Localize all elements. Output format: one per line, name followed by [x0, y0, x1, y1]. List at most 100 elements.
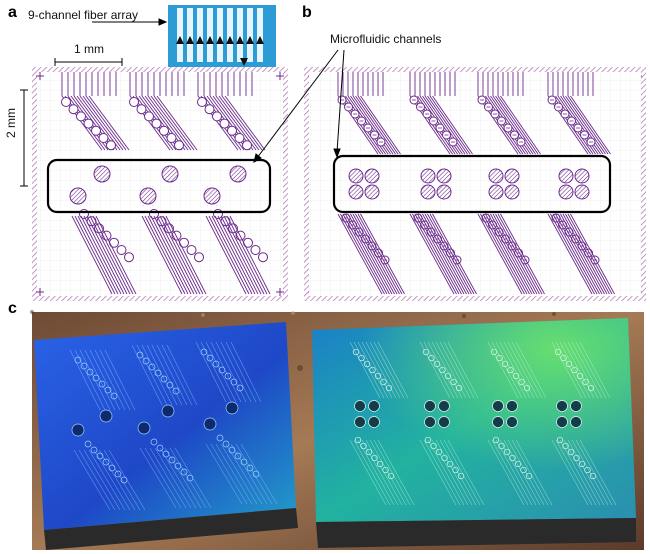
- photo-pad: [137, 421, 151, 435]
- photo-ring: [450, 378, 457, 386]
- photo-waveguide: [89, 349, 121, 411]
- waveguide: [156, 215, 198, 295]
- photo-pad: [368, 400, 380, 412]
- panel-label-a: a: [8, 4, 17, 21]
- fiber-channel: [227, 8, 233, 62]
- photo-waveguide: [240, 443, 278, 505]
- photo-pad: [99, 409, 113, 423]
- ring-resonator: [227, 125, 237, 136]
- photo-waveguide: [104, 349, 136, 411]
- photo-waveguide: [571, 341, 603, 399]
- sensor-pad: [504, 168, 520, 184]
- photo-ring: [168, 456, 176, 464]
- waveguide: [429, 213, 475, 295]
- ring-resonator: [91, 125, 101, 136]
- waveguide: [565, 213, 610, 295]
- photo-waveguide: [79, 349, 111, 411]
- waveguide: [360, 95, 401, 155]
- ring-resonator: [116, 245, 127, 255]
- waveguide: [95, 215, 137, 295]
- photo-waveguide: [511, 341, 543, 399]
- photo-ring: [212, 360, 220, 368]
- photo-ring: [172, 387, 180, 395]
- photo-waveguide: [161, 344, 193, 406]
- photo-waveguide: [151, 344, 183, 406]
- photo-ring: [490, 348, 498, 356]
- photo-waveguide: [205, 443, 243, 505]
- waveguide: [89, 215, 131, 295]
- photo-pad: [570, 400, 582, 412]
- waveguide: [340, 213, 385, 295]
- photo-waveguide: [169, 447, 207, 509]
- waveguide: [567, 213, 613, 295]
- ring-resonator: [159, 125, 169, 136]
- photo-waveguide: [361, 439, 399, 506]
- ring-resonator: [106, 140, 116, 151]
- photo-ring: [206, 354, 214, 362]
- photo-ring: [160, 375, 168, 383]
- photo-waveguide: [491, 439, 529, 506]
- photo-ring: [422, 348, 430, 356]
- photo-waveguide: [149, 447, 187, 509]
- waveguide: [555, 213, 600, 295]
- sensor-pad: [203, 187, 221, 205]
- waveguide: [562, 95, 604, 155]
- photo-ring: [578, 460, 586, 468]
- photo-chip-right: [312, 318, 636, 548]
- photo-waveguide: [559, 439, 597, 506]
- waveguide: [220, 215, 262, 295]
- photo-waveguide: [357, 439, 395, 506]
- photo-ring: [444, 372, 452, 380]
- ring-resonator: [243, 237, 253, 248]
- photo-waveguide: [503, 439, 541, 506]
- photo-ring: [496, 354, 503, 362]
- photo-ring: [102, 458, 110, 466]
- photo-ring: [439, 366, 446, 374]
- table-speckle: [552, 312, 556, 316]
- waveguide: [82, 95, 124, 151]
- photo-ring: [216, 434, 224, 442]
- photo-pad: [438, 400, 450, 412]
- photo-waveguide: [427, 439, 465, 506]
- photo-ring: [110, 392, 118, 400]
- ring-resonator: [136, 104, 147, 115]
- waveguide: [352, 213, 398, 295]
- photo-waveguide: [567, 341, 599, 399]
- waveguide: [562, 213, 608, 295]
- photo-waveguide: [447, 439, 485, 506]
- waveguide: [357, 213, 403, 295]
- waveguide: [153, 215, 195, 295]
- photo-waveguide: [435, 439, 473, 506]
- ring-resonator: [144, 111, 154, 122]
- photo-waveguide: [210, 341, 242, 403]
- photo-waveguide: [443, 439, 481, 506]
- photo-ring: [587, 384, 595, 392]
- photo-pad: [556, 400, 568, 412]
- photo-waveguide: [357, 341, 389, 399]
- photo-ring: [518, 378, 525, 386]
- photo-ring: [156, 444, 164, 452]
- photo-waveguide: [205, 341, 237, 403]
- photo-ring: [98, 380, 106, 388]
- panel-label-c: c: [8, 300, 17, 317]
- waveguide: [412, 213, 457, 295]
- detection-region-box-b: [332, 154, 612, 214]
- waveguide: [86, 215, 128, 295]
- photo-waveguide: [423, 439, 461, 506]
- photo-ring: [363, 360, 371, 368]
- waveguide: [156, 95, 198, 151]
- photo-ring: [92, 374, 100, 382]
- photo-ring: [246, 464, 254, 472]
- waveguide: [208, 215, 250, 295]
- photo-waveguide: [443, 341, 475, 399]
- photo-waveguide: [507, 439, 545, 506]
- waveguide: [432, 213, 477, 295]
- ring-resonator: [197, 97, 207, 107]
- sensor-pad: [488, 168, 504, 184]
- waveguide: [221, 95, 263, 151]
- waveguide: [211, 215, 253, 295]
- photo-waveguide: [435, 341, 467, 399]
- photo-waveguide: [98, 449, 136, 511]
- photo-waveguide: [579, 439, 617, 506]
- waveguide: [424, 213, 470, 295]
